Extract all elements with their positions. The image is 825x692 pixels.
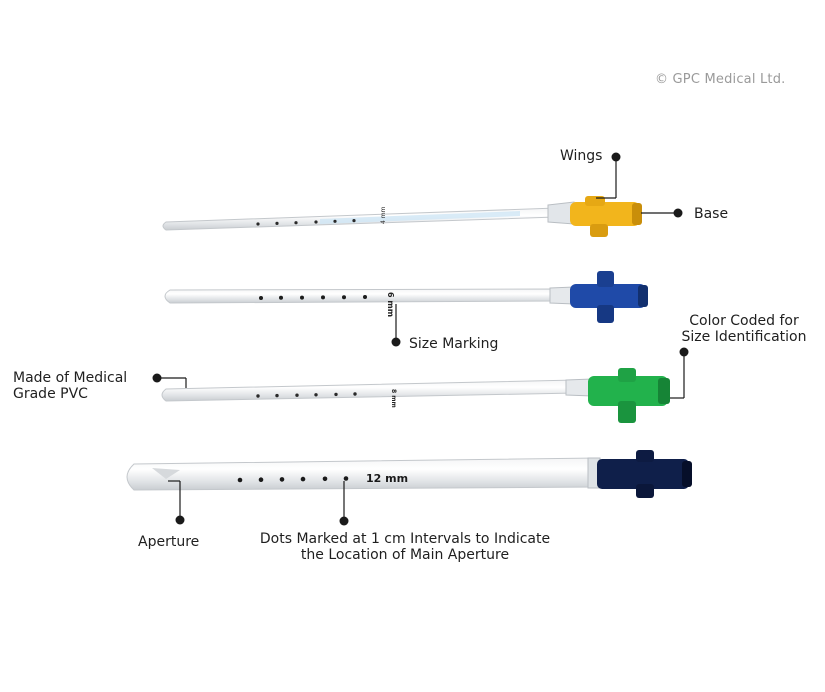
- tube: [126, 457, 599, 491]
- label-dots: Dots Marked at 1 cm Intervals to Indicat…: [236, 531, 574, 563]
- catheter-blue: 6 mm: [164, 271, 648, 323]
- label-color-coded: Color Coded for Size Identification: [676, 313, 812, 345]
- tube: [161, 379, 577, 402]
- label-pvc-line1: Made of Medical: [13, 370, 128, 386]
- catheter-navy: 12 mm: [126, 450, 692, 498]
- size-marking-text: 6 mm: [386, 292, 395, 317]
- copyright-text: © GPC Medical Ltd.: [655, 72, 786, 87]
- catheter-yellow: 4 mm: [162, 196, 642, 237]
- tip-bevel: [152, 468, 180, 479]
- label-color-coded-line1: Color Coded for: [689, 313, 799, 329]
- size-marking-text: 8 mm: [390, 389, 397, 408]
- tube-blue-tint: [320, 211, 520, 224]
- hub-blue: [549, 271, 648, 323]
- hub-navy: [587, 450, 692, 498]
- size-marking-text: 12 mm: [366, 472, 408, 485]
- tube: [164, 288, 557, 304]
- aperture-dots: [256, 392, 357, 398]
- label-color-coded-line2: Size Identification: [681, 329, 807, 345]
- aperture-dots: [259, 295, 367, 300]
- aperture-dots: [237, 476, 349, 483]
- label-base: Base: [694, 206, 729, 222]
- label-dots-line2: the Location of Main Aperture: [300, 547, 510, 563]
- label-aperture: Aperture: [138, 534, 200, 550]
- leader-lines: [152, 152, 689, 526]
- aperture-dots: [256, 219, 356, 226]
- hub-green: [565, 368, 670, 423]
- label-size-marking: Size Marking: [409, 336, 499, 352]
- catheter-green: 8 mm: [161, 368, 670, 423]
- label-dots-line1: Dots Marked at 1 cm Intervals to Indicat…: [259, 531, 551, 547]
- label-wings: Wings: [560, 148, 603, 164]
- label-pvc: Made of Medical Grade PVC: [13, 370, 127, 402]
- hub-yellow: [547, 196, 642, 237]
- size-marking-text: 4 mm: [380, 206, 387, 224]
- label-pvc-line2: Grade PVC: [13, 386, 88, 402]
